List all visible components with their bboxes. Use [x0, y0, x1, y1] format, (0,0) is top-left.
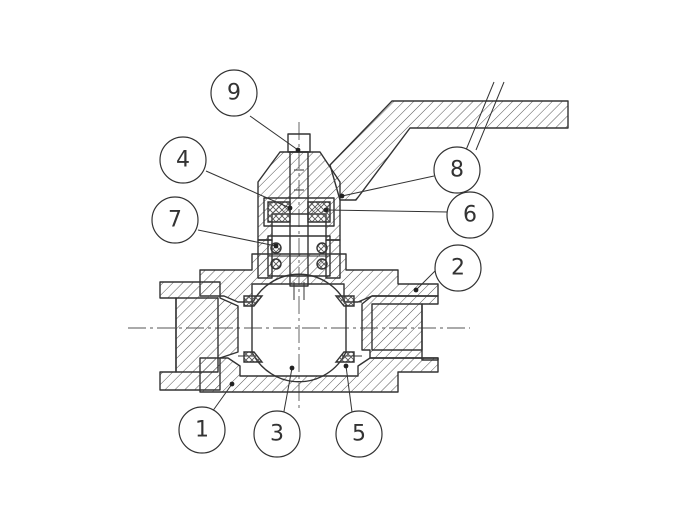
seat-rings	[243, 295, 355, 363]
callout-9: 9	[210, 69, 258, 117]
callout-1-label: 1	[195, 418, 209, 443]
callout-7-label: 7	[168, 208, 182, 233]
callout-7: 7	[151, 196, 199, 244]
callout-5-label: 5	[352, 422, 366, 447]
callout-6-label: 6	[463, 203, 477, 228]
leader-dots	[229, 147, 419, 387]
leader-lines	[197, 115, 449, 423]
callout-2-label: 2	[451, 256, 465, 281]
ball	[251, 273, 347, 383]
bore-outline	[238, 301, 362, 357]
gland-nut	[263, 197, 335, 227]
callout-1: 1	[178, 406, 226, 454]
callout-4: 4	[159, 136, 207, 184]
stem	[287, 133, 311, 287]
callout-9-label: 9	[227, 81, 241, 106]
callout-5: 5	[335, 410, 383, 458]
callout-8-label: 8	[450, 158, 464, 183]
callout-4-label: 4	[176, 148, 190, 173]
end-connector	[159, 281, 239, 391]
callout-3: 3	[253, 410, 301, 458]
callout-6: 6	[446, 191, 494, 239]
callout-2: 2	[434, 244, 482, 292]
callout-3-label: 3	[270, 422, 284, 447]
o-rings	[267, 235, 331, 277]
callout-8: 8	[433, 146, 481, 194]
right-threaded-end	[361, 295, 439, 361]
lever-handle	[329, 81, 569, 201]
